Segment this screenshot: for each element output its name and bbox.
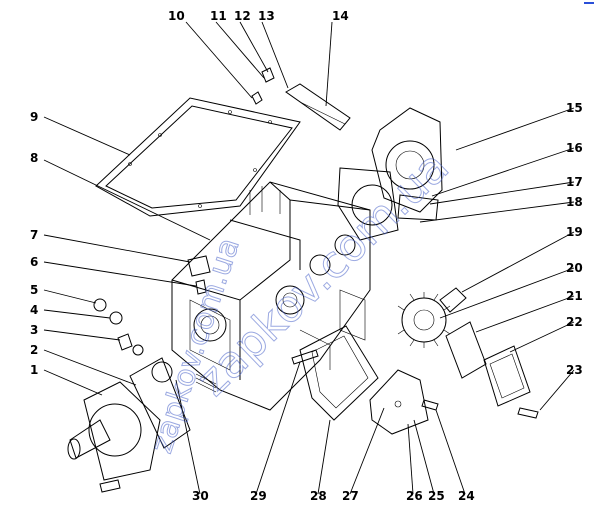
callout-3: 3 xyxy=(30,323,38,337)
front-cover-drawing xyxy=(299,325,439,435)
callout-8: 8 xyxy=(30,151,38,165)
callout-13: 13 xyxy=(258,9,275,23)
callout-21: 21 xyxy=(566,289,583,303)
callout-22: 22 xyxy=(566,315,583,329)
callout-17: 17 xyxy=(566,175,583,189)
callout-11: 11 xyxy=(210,9,227,23)
callout-28: 28 xyxy=(310,489,327,503)
corner-mark xyxy=(584,2,594,4)
callout-27: 27 xyxy=(342,489,359,503)
callout-26: 26 xyxy=(406,489,423,503)
left-flange-drawing xyxy=(67,357,217,493)
callout-7: 7 xyxy=(30,228,38,242)
callout-25: 25 xyxy=(428,489,445,503)
top-gasket-drawing xyxy=(95,97,301,217)
callout-24: 24 xyxy=(458,489,475,503)
callout-16: 16 xyxy=(566,141,583,155)
callout-19: 19 xyxy=(566,225,583,239)
callout-labels: 1 2 3 4 5 6 7 8 9 10 11 12 13 14 15 16 1… xyxy=(30,9,583,503)
callout-10: 10 xyxy=(168,9,185,23)
gearbox-housing-drawing xyxy=(171,181,371,411)
gear-drawing xyxy=(397,287,467,348)
leader-lines xyxy=(43,21,575,495)
callout-30: 30 xyxy=(192,489,209,503)
callout-9: 9 xyxy=(30,110,38,124)
callout-20: 20 xyxy=(566,261,583,275)
callout-15: 15 xyxy=(566,101,583,115)
watermark: zapkov.com.ua zapkov.com.ua xyxy=(144,141,459,458)
callout-1: 1 xyxy=(30,363,38,377)
callout-6: 6 xyxy=(30,255,38,269)
callout-14: 14 xyxy=(332,9,349,23)
callout-2: 2 xyxy=(30,343,38,357)
callout-29: 29 xyxy=(250,489,267,503)
callout-18: 18 xyxy=(566,195,583,209)
small-covers-drawing xyxy=(445,321,539,419)
callout-23: 23 xyxy=(566,363,583,377)
callout-12: 12 xyxy=(234,9,251,23)
callout-4: 4 xyxy=(30,303,38,317)
callout-5: 5 xyxy=(30,283,38,297)
stud-drawing xyxy=(291,349,319,365)
